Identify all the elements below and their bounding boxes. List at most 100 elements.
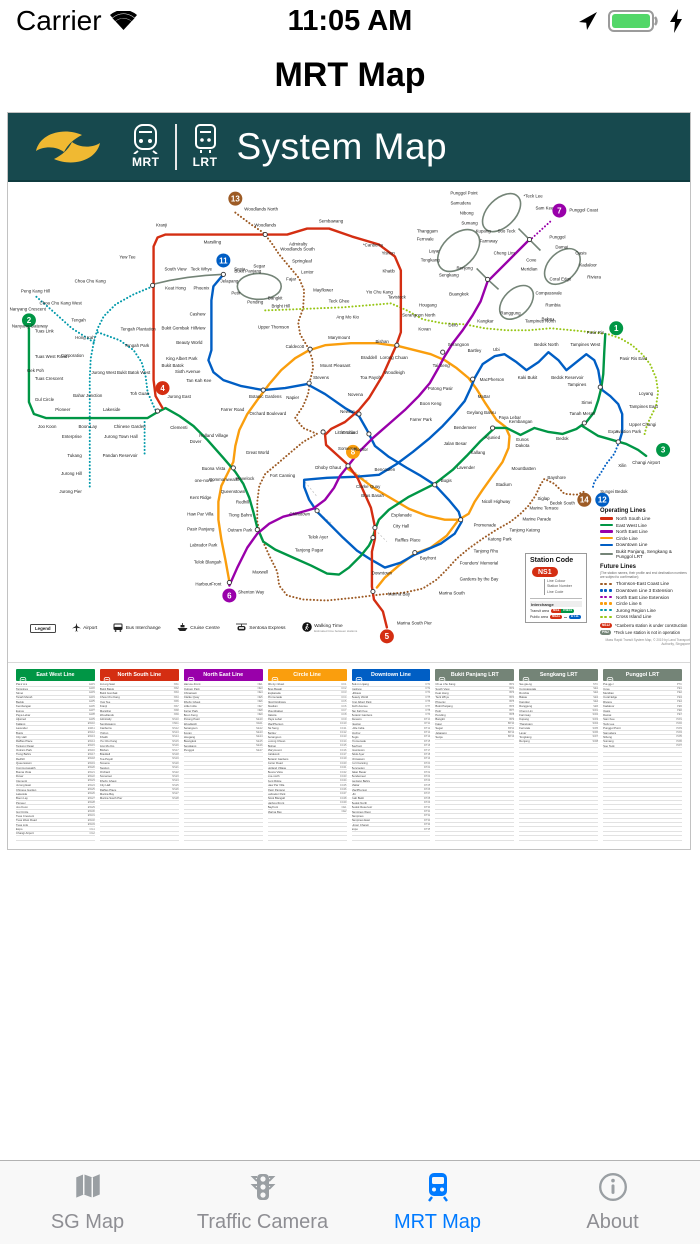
table-row: [16, 836, 95, 841]
legend-item-label: Bus Interchange: [125, 625, 161, 631]
tab-mrt-map[interactable]: MRT Map: [350, 1161, 525, 1244]
station-name: Oasis: [603, 708, 611, 713]
station-code: CC23: [339, 774, 347, 778]
map-station-label: Marina Bay: [388, 591, 411, 596]
station-name: Jurong East: [16, 783, 31, 788]
station-code: DT5: [425, 695, 431, 699]
station-name: Jalan Besar: [351, 770, 367, 775]
table-row: [603, 832, 682, 837]
station-name: Jurong East: [99, 682, 115, 687]
station-name: Woodleigh: [183, 722, 197, 726]
station-code: PW7: [676, 744, 682, 748]
map-station-label: Kent Ridge: [190, 495, 212, 500]
station-code: NE5: [257, 695, 263, 699]
station-code: CC22: [339, 770, 347, 774]
table-row: [603, 797, 682, 802]
map-station-label: Pasir Ris East: [620, 356, 648, 361]
station-name: Pending: [435, 713, 446, 717]
station-code: SW8: [592, 739, 599, 743]
table-row: [519, 810, 599, 815]
legend-item-sentosa: Sentosa Express: [235, 622, 286, 634]
legend-operating-item: North East Line: [600, 529, 690, 534]
station-name: Caldecott: [267, 752, 280, 757]
tab-about[interactable]: About: [525, 1161, 700, 1244]
station-name: Raffles Place: [99, 787, 117, 792]
map-station-label: Buona Vista: [202, 466, 226, 471]
map-station-label: Kranji: [156, 223, 167, 228]
table-row: [603, 814, 682, 819]
table-row: [99, 832, 179, 837]
map-station-label: Stadium: [496, 482, 512, 487]
station-name: Botanic Gardens: [267, 757, 289, 761]
station-code: NS10: [172, 717, 179, 721]
tab-traffic-camera[interactable]: Traffic Camera: [175, 1161, 350, 1244]
map-station-label: Marsiling: [204, 240, 222, 245]
station-name: Tuas Link: [16, 823, 29, 827]
map-station-label: Kaki Bukit: [518, 375, 538, 380]
station-name: Fajar: [435, 722, 442, 726]
map-station-label: Coral Edge: [549, 276, 571, 281]
map-station-label: Clementi: [170, 425, 187, 430]
map-station-label: Cashew: [190, 311, 207, 316]
map-station-label: Upper Thomson: [258, 324, 290, 329]
station-name: Tan Kah Kee: [351, 708, 368, 713]
station-code: BP2: [509, 687, 515, 691]
tab-sg-map[interactable]: SG Map: [0, 1161, 175, 1244]
station-name: Somerset: [99, 774, 112, 779]
station-code: NE7: [257, 704, 263, 708]
table-row: [435, 797, 515, 802]
station-code: DT6: [425, 700, 431, 704]
map-station-label: Holland Village: [199, 433, 229, 438]
map-line-ew: [27, 327, 607, 576]
map-station-label: Woodlands: [254, 223, 277, 228]
station-code: DT16: [424, 744, 431, 748]
map-station-label: Tanjong Katong: [510, 528, 541, 533]
station-code: CC21: [339, 766, 347, 770]
station-name: Canberra: [99, 726, 112, 731]
station-code: CC19: [339, 757, 347, 761]
station-code: CC28: [339, 796, 347, 800]
map-station-label: Simei: [581, 400, 592, 405]
train-icon: [103, 672, 111, 690]
map-station-label: Woodlands North: [244, 207, 278, 212]
line-table-header: East West Line: [16, 669, 95, 685]
table-row: [519, 766, 599, 771]
station-code: EW19: [87, 761, 95, 765]
map-station-label: Mattar: [478, 394, 491, 399]
map-line-ns: [152, 227, 403, 629]
map-station-label: Orchard Boulevard: [249, 411, 286, 416]
map-station-label: Sam Kee: [535, 206, 554, 211]
station-name: Kembangan: [16, 704, 32, 709]
map-station-label: Bright Hill: [271, 303, 290, 308]
station-name: Aljunied: [16, 717, 26, 722]
station-name: Changi Airport: [16, 831, 34, 836]
legend-color-swatch: [600, 552, 613, 556]
map-station-label: Bartley: [468, 348, 482, 353]
map-line-jr-b: [34, 295, 95, 344]
table-row: [519, 748, 599, 753]
map-station-label: Labrador Park: [190, 543, 219, 548]
